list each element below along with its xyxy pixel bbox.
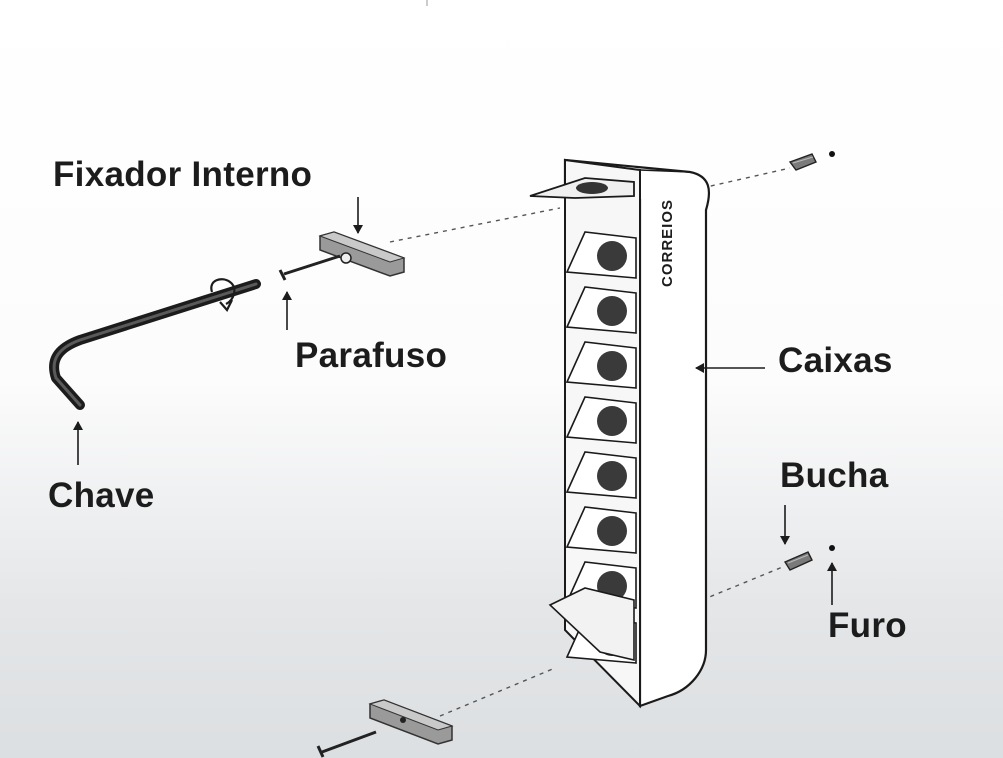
allen-key xyxy=(49,279,261,410)
wall-plug-lower xyxy=(783,551,813,571)
wall-hole-lower xyxy=(829,545,835,551)
mailbox-unit: CORREIOS xyxy=(529,158,710,709)
label-caixas: Caixas xyxy=(778,341,893,380)
slot-dot xyxy=(597,241,627,271)
mailbox-side-panel xyxy=(563,158,710,708)
mailbox-slot xyxy=(565,231,637,279)
allen-key-highlight xyxy=(52,282,258,407)
wall-plug-lower-body xyxy=(783,551,813,571)
wall-plug-upper xyxy=(788,153,817,171)
fixer-hole-lower xyxy=(400,717,406,723)
rotation-arrow-icon xyxy=(210,278,236,312)
slot-dot xyxy=(597,406,627,436)
mailbox-slot xyxy=(565,506,637,554)
internal-fixer-lower xyxy=(368,699,454,745)
top-flap-dot xyxy=(576,182,608,194)
label-furo: Furo xyxy=(828,606,907,645)
fixer-hole xyxy=(340,252,352,264)
slot-dot xyxy=(597,516,627,546)
screw-head-lower xyxy=(316,745,325,758)
slot-dot xyxy=(597,351,627,381)
wall-hole-upper xyxy=(829,151,835,157)
rotation-arrowhead xyxy=(219,299,233,312)
allen-key-body xyxy=(49,279,261,410)
label-fixador-interno: Fixador Interno xyxy=(53,155,313,194)
screw-lower xyxy=(316,730,377,758)
rotation-curve xyxy=(210,278,236,305)
mailbox-brand-text: CORREIOS xyxy=(659,199,676,287)
label-chave: Chave xyxy=(48,476,155,515)
label-parafuso: Parafuso xyxy=(295,336,448,375)
screw-upper xyxy=(278,254,341,281)
label-bucha: Bucha xyxy=(780,456,889,495)
bottom-flap xyxy=(548,587,635,662)
mailbox-slot xyxy=(565,341,637,389)
leader-arrows xyxy=(73,197,837,605)
wall-plug-upper-ridge xyxy=(792,156,814,164)
mailbox-slot xyxy=(565,451,637,499)
screw-shaft-upper xyxy=(283,254,341,276)
wall-plug-upper-body xyxy=(788,153,817,171)
wall-plug-lower-ridge xyxy=(787,554,809,564)
mailbox-slot xyxy=(565,286,637,334)
slot-dot xyxy=(597,461,627,491)
mailbox-slot xyxy=(565,396,637,444)
mailbox-top-edge xyxy=(639,169,691,173)
slot-dot xyxy=(597,296,627,326)
internal-fixer-upper xyxy=(318,231,406,277)
screw-head-upper xyxy=(278,269,287,281)
lower-alignment-line-left xyxy=(439,667,556,717)
upper-alignment-line-left xyxy=(389,207,561,243)
alignment-lines xyxy=(389,167,791,717)
upper-alignment-line-right xyxy=(701,167,791,189)
screw-shaft-lower xyxy=(321,730,377,754)
fixer-bracket-lower-top-face xyxy=(368,699,454,731)
fixer-bracket-top-face xyxy=(318,231,406,263)
lower-alignment-line-right xyxy=(701,565,786,601)
